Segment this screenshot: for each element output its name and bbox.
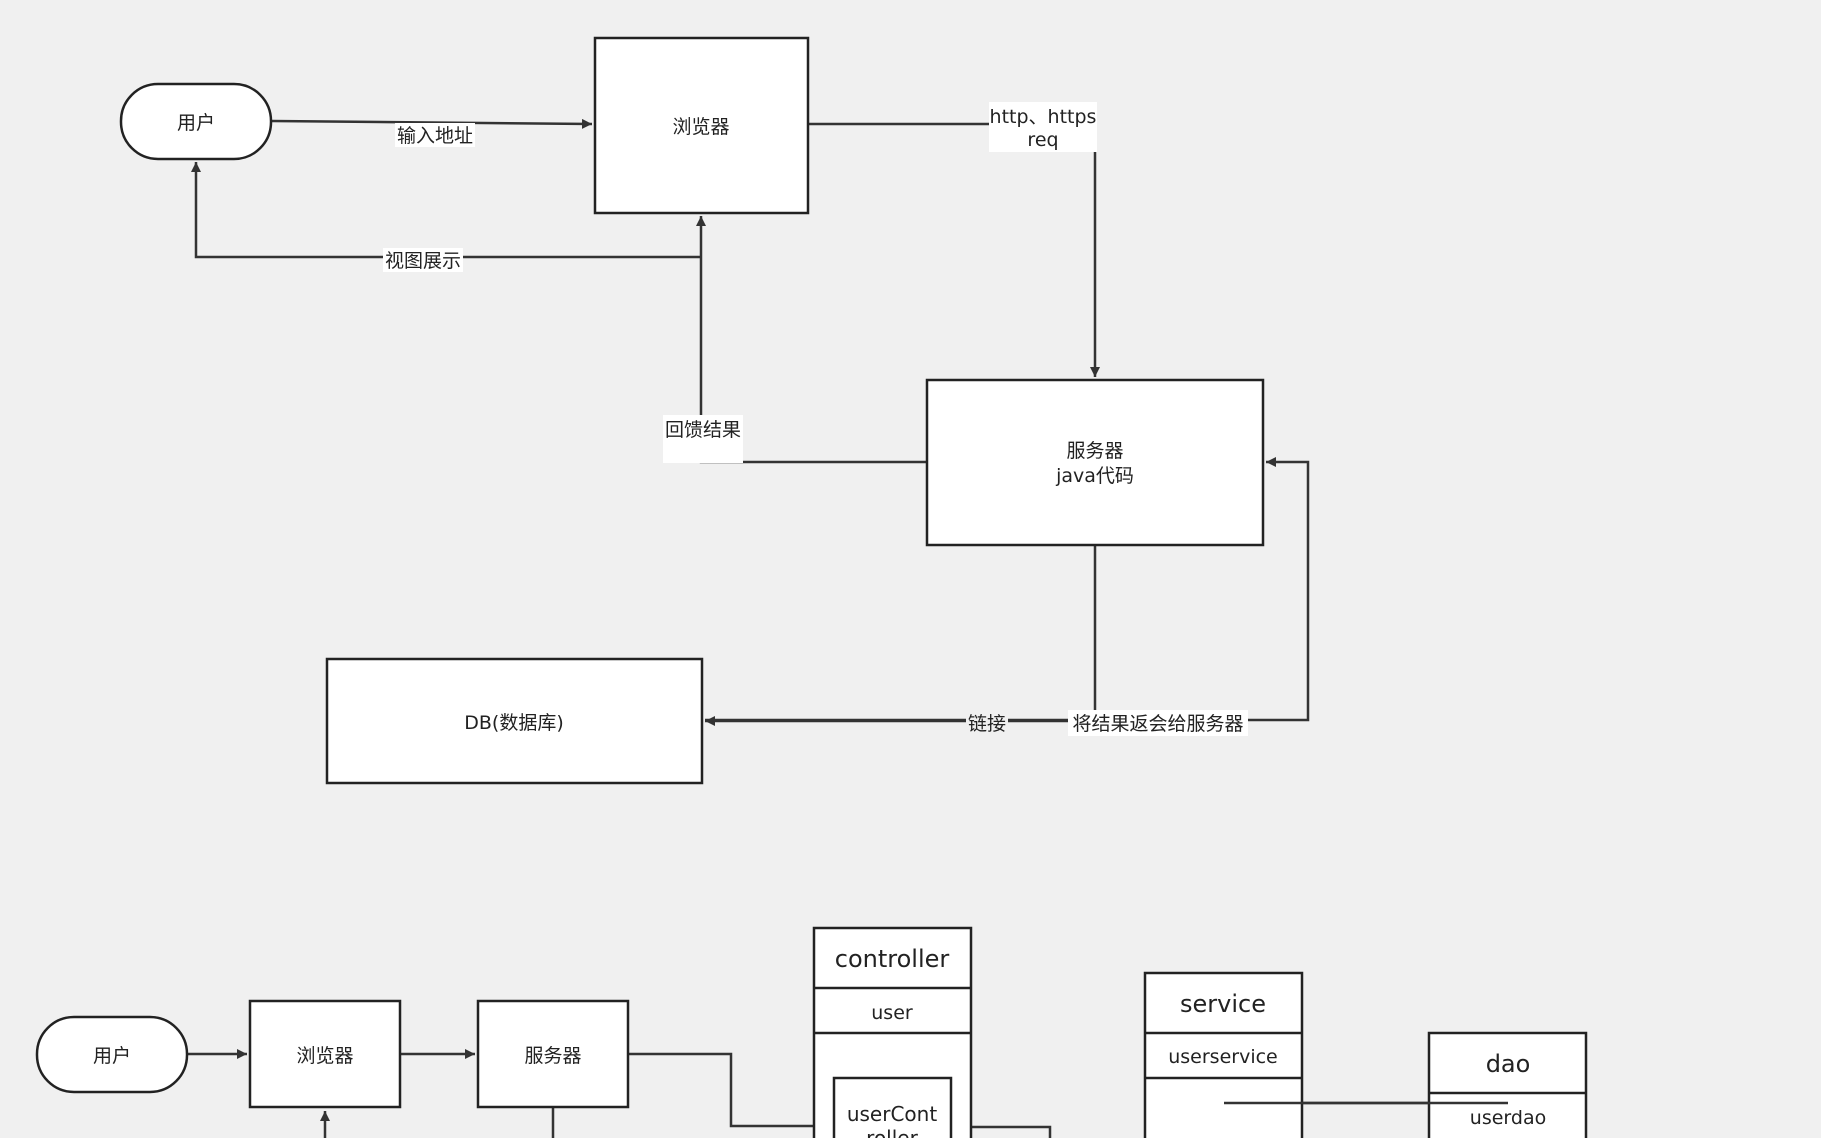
node-browser[interactable]: 浏览器 [593,36,810,215]
edge-server-to-db[interactable] [705,545,1097,726]
svg-text:浏览器: 浏览器 [672,116,729,138]
node-server[interactable]: 服务器 java代码 [925,378,1265,547]
service-title: service [1180,990,1266,1018]
edge-user-to-browser[interactable] [271,118,593,129]
edge-label-input-address: 输入地址 [395,123,475,147]
svg-text:链接: 链接 [968,713,1006,735]
edge-label-feedback: 回馈结果 [663,415,743,463]
svg-text:浏览器: 浏览器 [296,1045,353,1067]
svg-text:用户: 用户 [93,1045,131,1067]
svg-text:DB(数据库): DB(数据库) [464,712,564,734]
svg-text:服务器: 服务器 [1066,440,1123,462]
edge2-server-to-controller[interactable] [628,1052,830,1131]
edge-browser-to-user[interactable] [191,162,701,259]
svg-text:服务器: 服务器 [524,1045,581,1067]
diagram-1: 输入地址 视图展示 http、https req 回馈结果 链接 将结果返会给服… [119,36,1310,785]
node2-user[interactable]: 用户 [35,1015,189,1094]
svg-text:输入地址: 输入地址 [397,125,473,147]
svg-text:http、https: http、https [990,106,1097,128]
controller-title: controller [835,945,950,973]
svg-text:用户: 用户 [177,112,215,134]
node-db[interactable]: DB(数据库) [325,657,704,785]
svg-text:userCont: userCont [847,1102,938,1126]
edge-label-link: 链接 [966,710,1008,736]
controller-item-user: user [871,1002,913,1024]
edge-label-view-display: 视图展示 [383,248,463,272]
node2-user-controller[interactable]: userCont roller [832,1076,953,1138]
dao-item-userdao: userdao [1470,1107,1546,1129]
dao-title: dao [1486,1050,1531,1078]
node2-browser[interactable]: 浏览器 [248,999,402,1109]
svg-text:java代码: java代码 [1055,465,1134,487]
diagram-2: 用户 浏览器 服务器 controller user userCont roll… [35,926,1588,1138]
svg-text:视图展示: 视图展示 [385,250,461,272]
svg-text:roller: roller [866,1126,918,1138]
node-user[interactable]: 用户 [119,82,273,161]
edge-label-http: http、https req [989,102,1097,152]
node2-server[interactable]: 服务器 [476,999,630,1109]
node2-service[interactable]: service userservice [1143,971,1304,1138]
edge-label-return-to-server: 将结果返会给服务器 [1068,710,1248,736]
svg-text:将结果返会给服务器: 将结果返会给服务器 [1072,713,1243,735]
node2-dao[interactable]: dao userdao [1427,1031,1588,1138]
svg-text:回馈结果: 回馈结果 [665,419,741,441]
svg-text:req: req [1027,129,1058,151]
edge-browser-to-server[interactable] [808,122,1100,377]
service-item-userservice: userservice [1168,1046,1278,1068]
edge2-controller-out[interactable] [952,1125,1052,1138]
